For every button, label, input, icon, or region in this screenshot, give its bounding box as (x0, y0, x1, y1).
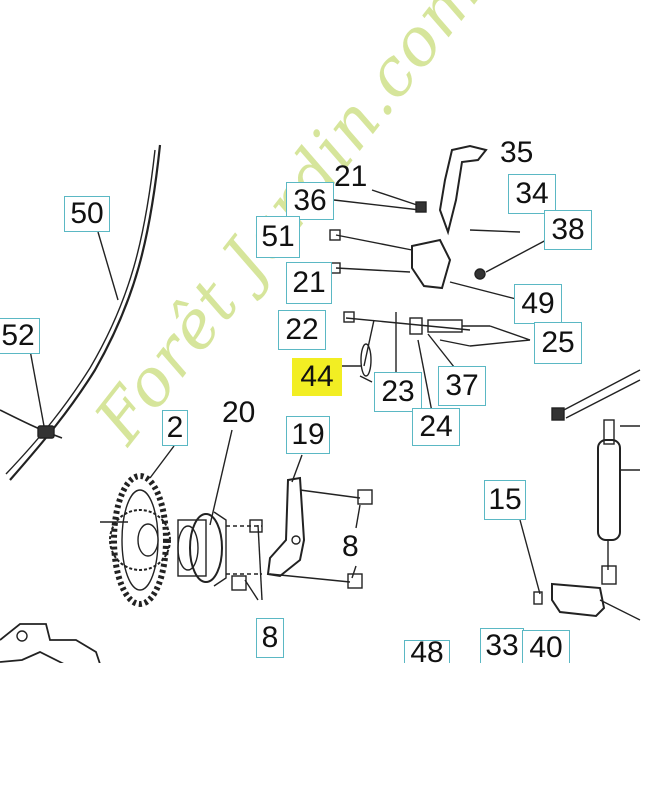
lever-part-35 (438, 144, 488, 236)
gear-part-2 (109, 509, 171, 571)
callout-51: 51 (256, 216, 300, 258)
callout-38: 38 (544, 210, 592, 250)
callout-44-highlighted: 44 (292, 358, 342, 396)
callout-8-bottom: 8 (256, 618, 284, 658)
cable-clip-52 (37, 425, 55, 439)
callout-37: 37 (438, 366, 486, 406)
label-35: 35 (500, 136, 534, 169)
callout-33: 33 (480, 628, 524, 664)
callout-36: 36 (286, 182, 334, 220)
callout-24: 24 (412, 408, 460, 446)
label-8-right: 8 (342, 530, 359, 563)
callout-21-mid: 21 (286, 262, 332, 304)
callout-34: 34 (508, 174, 556, 214)
callout-25: 25 (534, 322, 582, 364)
bracket-part-19 (266, 476, 306, 578)
callout-49: 49 (514, 284, 562, 324)
label-21-top: 21 (334, 160, 368, 193)
gas-strut (597, 439, 621, 541)
flange-part-20 (189, 513, 223, 583)
bracket-right (551, 582, 606, 618)
callout-23: 23 (374, 372, 422, 412)
label-20: 20 (222, 396, 256, 429)
callout-40: 40 (522, 630, 570, 666)
callout-50: 50 (64, 196, 110, 232)
callout-15: 15 (484, 480, 526, 520)
cable-part-50 (9, 144, 162, 481)
callout-2: 2 (162, 410, 188, 446)
cable-loop (0, 409, 63, 439)
callout-19: 19 (286, 416, 330, 454)
callout-22: 22 (278, 310, 326, 350)
callout-48: 48 (404, 638, 450, 668)
bottom-bracket (0, 623, 102, 665)
callout-52: 52 (0, 318, 40, 354)
bottom-cutoff-mask (0, 663, 652, 800)
